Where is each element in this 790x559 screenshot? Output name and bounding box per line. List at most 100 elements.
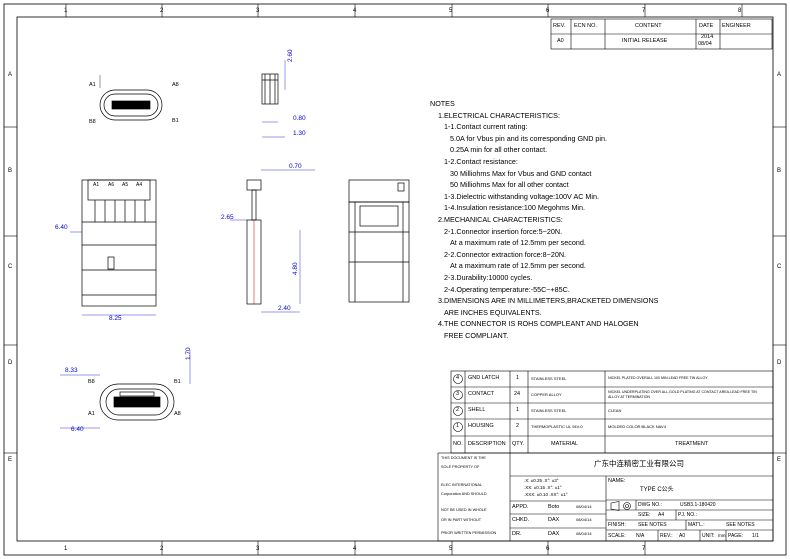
col-label-4: 4 xyxy=(353,8,357,14)
company-name: 广东中连精密工业有限公司 xyxy=(594,459,684,468)
page-value: 1/1 xyxy=(752,533,759,539)
note-line: 3.DIMENSIONS ARE IN MILLIMETERS,BRACKETE… xyxy=(438,296,659,306)
note-line: 1.ELECTRICAL CHARACTERISTICS: xyxy=(438,110,560,120)
row-label-b: B xyxy=(8,168,13,174)
front-view-bottom xyxy=(60,350,191,429)
bom-treatment-2: CLEAN xyxy=(608,408,622,413)
notes-heading: NOTES xyxy=(430,99,455,108)
dim-1-30: 1.30 xyxy=(293,130,306,137)
row-label-c-right: C xyxy=(777,264,782,270)
bom-no-3: 3 xyxy=(456,391,460,397)
bom-no-1: 1 xyxy=(456,423,460,429)
note-line: At a maximum rate of 12.5mm per second. xyxy=(450,238,586,248)
bom-material-4: STAINLESS STEEL xyxy=(531,376,567,381)
side-label-a5: A5 xyxy=(122,182,129,188)
bom-material-3: COPPER ALLOY xyxy=(531,392,562,397)
note-line: 1-4.Insulation resistance:100 Megohms Mi… xyxy=(444,203,586,213)
note-line: 0.25A min for all other contact. xyxy=(450,145,548,155)
note-line: FREE COMPLIANT. xyxy=(444,330,509,340)
row-label-d-right: D xyxy=(777,360,782,366)
note-line: 2-4.Operating temperature:-55C~+85C. xyxy=(444,284,570,294)
bom-qty-4: 1 xyxy=(516,375,520,381)
tolerance-line: .X: ±0.25 .X°: ±3° xyxy=(524,478,559,483)
center-side-view xyxy=(230,169,315,313)
page-label: PAGE: xyxy=(728,533,743,539)
pin-label-a1-top: A1 xyxy=(89,82,96,88)
note-line: 2-2.Connector extraction force:8~20N. xyxy=(444,249,567,259)
col-label-6: 6 xyxy=(546,8,550,14)
matl-value: SEE NOTES xyxy=(726,522,755,528)
bom-table xyxy=(450,370,774,454)
row-label-b-right: B xyxy=(777,168,782,174)
rev-value-date-2: 08/04 xyxy=(698,41,712,47)
side-label-a4: A4 xyxy=(136,182,143,188)
bom-material-1: THERMOPLASTIC UL 94V-0 xyxy=(531,424,583,429)
notes-block: NOTES 1.ELECTRICAL CHARACTERISTICS: 1-1.… xyxy=(430,98,658,341)
bom-header-qty: QTY. xyxy=(512,441,525,447)
size-label: SIZE: xyxy=(638,512,651,518)
disclaimer-line: Corporation AND SHOULD xyxy=(441,492,487,496)
bom-treatment-3: NICKEL UNDERPLATING OVER ALL,GOLD PLATIN… xyxy=(608,390,757,399)
note-line: 2-3.Durability:10000 cycles. xyxy=(444,272,533,282)
end-view xyxy=(348,179,410,303)
dr-label: DR. xyxy=(512,531,522,537)
rev-label: REV.: xyxy=(660,533,673,539)
side-view-top xyxy=(261,60,286,138)
rev-value-rev: A0 xyxy=(557,38,564,44)
bom-desc-gnd-latch: GND LATCH xyxy=(468,375,500,381)
dr-name: DAX xyxy=(548,531,560,537)
bom-desc-housing: HOUSING xyxy=(468,423,494,429)
disclaimer-line: ELEC INTERNATIONAL xyxy=(441,483,483,487)
chkd-name: DAX xyxy=(548,517,560,523)
row-label-c: C xyxy=(8,264,13,270)
unit-label: UNIT: xyxy=(702,533,715,539)
dim-1-70: 1.70 xyxy=(185,347,192,360)
bom-desc-contact: CONTACT xyxy=(468,391,495,397)
rev-header-engineer: ENGINEER xyxy=(722,23,751,29)
note-line: 50 Milliohms Max for all other contact xyxy=(450,180,569,190)
projection-symbol-icon xyxy=(610,501,631,511)
bom-header-desc: DESCRIPTION xyxy=(468,441,506,447)
dim-8-25: 8.25 xyxy=(109,315,122,322)
note-line: 1-3.Dielectric withstanding voltage:100V… xyxy=(444,191,600,201)
pin-label-b8-bottom: B8 xyxy=(88,379,95,385)
disclaimer-line: PRIOR WRITTEN PERMISSION xyxy=(441,531,497,535)
rev-header-ecn: ECN NO. xyxy=(574,23,597,29)
note-line: 5.0A for Vbus pin and its corresponding … xyxy=(450,133,608,143)
bom-qty-1: 2 xyxy=(516,423,520,429)
plan-view xyxy=(70,179,157,316)
tolerance-line: .XXX: ±0.10 .XX°: ±1° xyxy=(524,492,568,497)
dwg-label: DWG NO.: xyxy=(638,502,662,508)
col-label-7-bottom: 7 xyxy=(642,546,646,552)
row-label-e: E xyxy=(8,457,13,463)
pin-label-b8-top: B8 xyxy=(89,119,96,125)
size-value: A4 xyxy=(658,512,665,518)
note-line: 2.MECHANICAL CHARACTERISTICS: xyxy=(438,214,563,224)
row-label-a-right: A xyxy=(777,72,782,78)
bom-material-2: STAINLESS STEEL xyxy=(531,408,567,413)
front-view-top xyxy=(99,75,163,121)
rev-header-date: DATE xyxy=(699,23,714,29)
bom-qty-2: 1 xyxy=(516,407,520,413)
unit-value: mm xyxy=(718,533,726,538)
dim-4-80: 4.80 xyxy=(292,262,299,275)
side-label-a1: A1 xyxy=(93,182,100,188)
outer-border xyxy=(3,3,787,556)
dim-8-33: 8.33 xyxy=(65,367,78,374)
col-label-4-bottom: 4 xyxy=(353,546,357,552)
name-value: TYPE C公头 xyxy=(640,487,674,493)
matl-label: MAT'L.: xyxy=(688,522,705,528)
side-label-a6: A6 xyxy=(108,182,115,188)
pin-label-b1-top: B1 xyxy=(172,118,179,124)
col-label-1: 1 xyxy=(64,8,68,14)
revision-table xyxy=(550,18,773,50)
bom-desc-shell: SHELL xyxy=(468,407,486,413)
bom-header-treatment: TREATMENT xyxy=(675,441,709,447)
disclaimer-line: SOLE PROPERTY OF xyxy=(441,465,480,469)
bom-treatment-1: MOLDED COLOR:BLACK NAV4 xyxy=(608,424,666,429)
bom-no-2: 2 xyxy=(456,407,460,413)
col-label-2: 2 xyxy=(160,8,164,14)
appd-date: 08/04/14 xyxy=(576,504,592,509)
rev-header-rev: REV. xyxy=(553,23,566,29)
